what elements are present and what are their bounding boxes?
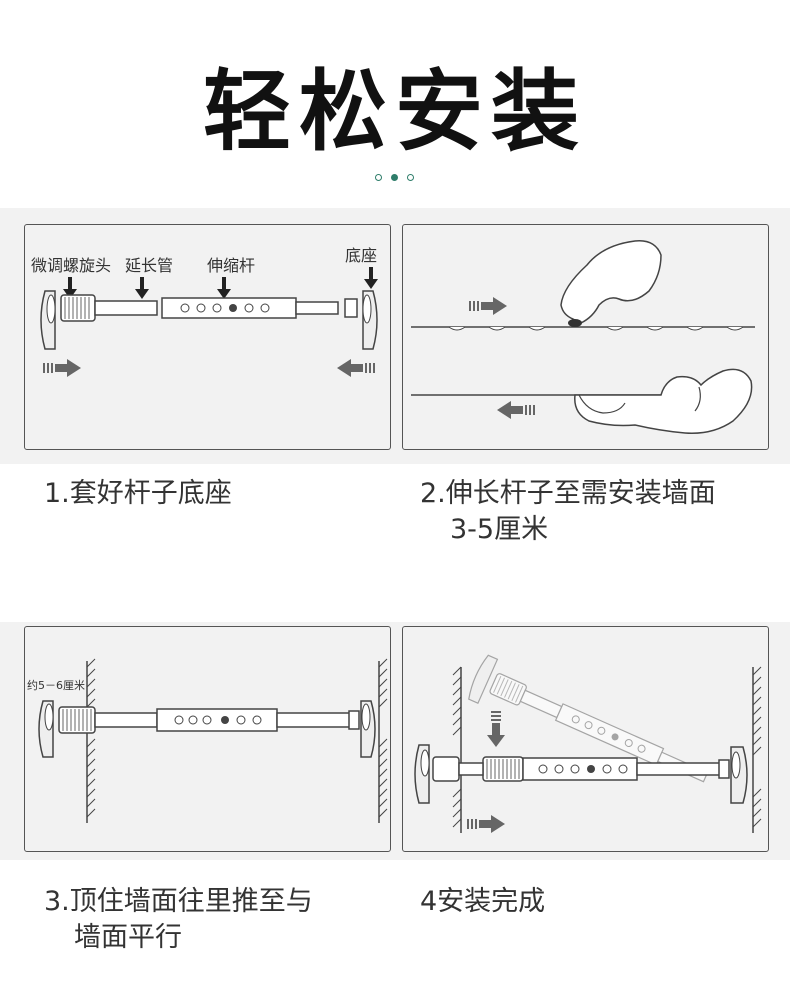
arrow-left-icon [497, 401, 535, 419]
step2-caption: 2.伸长杆子至需安装墙面 3-5厘米 [420, 476, 716, 548]
label-base: 底座 [345, 246, 377, 265]
label-rod: 伸缩杆 [207, 256, 255, 275]
dot-indicator [375, 174, 382, 181]
label-tube: 延长管 [125, 256, 173, 275]
dot-indicator-active [391, 174, 398, 181]
arrow-right-icon [469, 297, 507, 315]
carousel-dots [373, 174, 417, 184]
page-title: 轻松安装 [202, 60, 587, 163]
caption-line: 2.伸长杆子至需安装墙面 [420, 478, 716, 509]
step3-diagram: 约5－6厘米 [24, 626, 391, 852]
step4-caption: 4安装完成 [420, 884, 545, 920]
caption-line: 1.套好杆子底座 [44, 478, 232, 509]
arrow-down-icon [487, 711, 505, 747]
caption-line: 3.顶住墙面往里推至与 [44, 886, 313, 917]
caption-line: 3-5厘米 [450, 514, 549, 545]
caption-line: 墙面平行 [74, 922, 182, 953]
dot-indicator [407, 174, 414, 181]
label-gap: 约5－6厘米 [27, 679, 85, 692]
arrow-left-icon [337, 359, 375, 377]
label-knob: 微调螺旋头 [31, 256, 111, 275]
arrow-down-icon [135, 277, 149, 299]
arrow-down-icon [364, 267, 378, 289]
arrow-right-icon [467, 815, 505, 833]
caption-line: 4安装完成 [420, 886, 546, 917]
step3-caption: 3.顶住墙面往里推至与 墙面平行 [44, 884, 313, 956]
step4-diagram [402, 626, 769, 852]
arrow-right-icon [43, 359, 81, 377]
step1-caption: 1.套好杆子底座 [44, 476, 232, 512]
arrow-down-icon [217, 277, 231, 299]
step2-diagram [402, 224, 769, 450]
step1-diagram: 微调螺旋头 延长管 伸缩杆 底座 [24, 224, 391, 450]
